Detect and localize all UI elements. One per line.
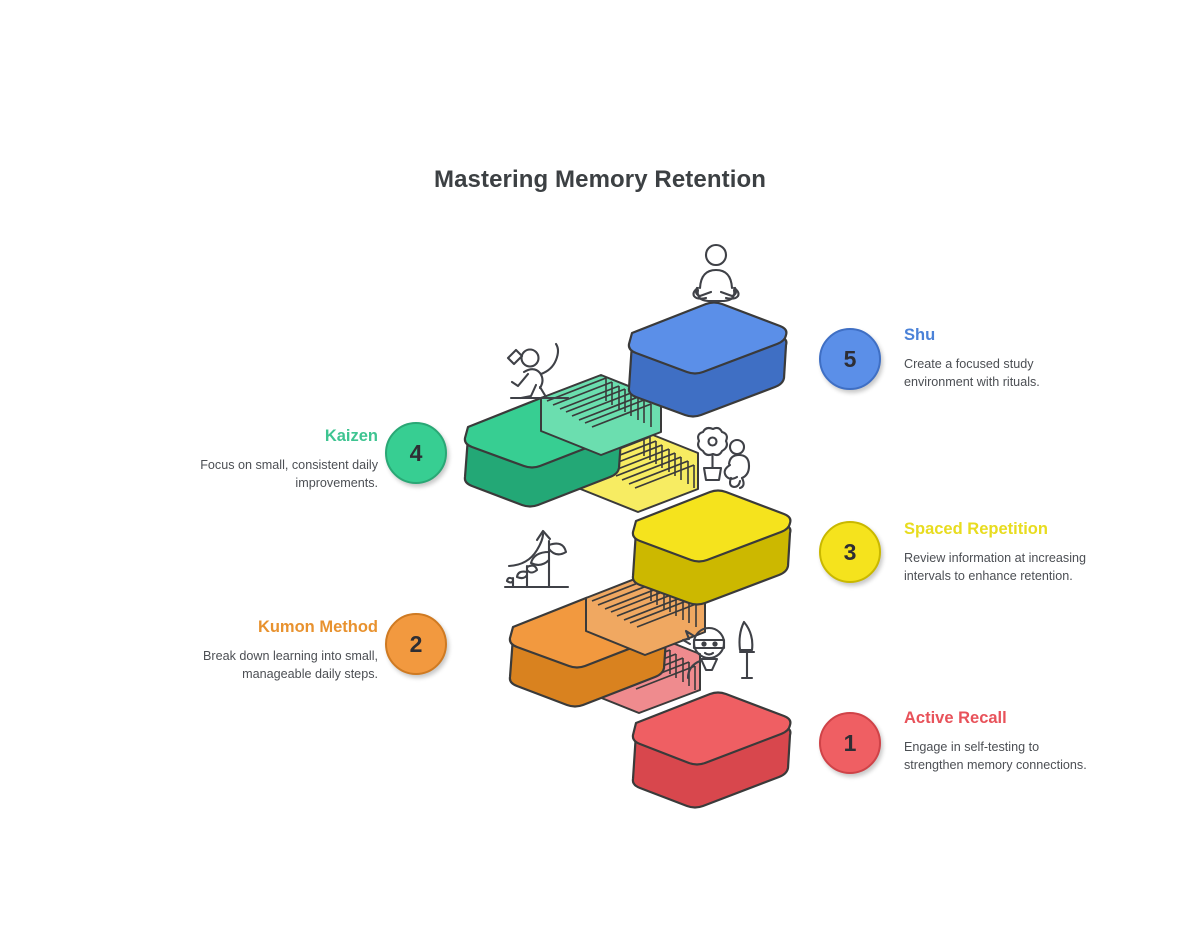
step-title-spaced-repetition: Spaced Repetition — [904, 520, 1048, 538]
step-number-1-value: 1 — [843, 729, 857, 756]
samurai-icon — [681, 620, 756, 680]
step-number-4-value: 4 — [409, 439, 423, 466]
step-title-kaizen: Kaizen — [324, 427, 378, 445]
step-label-kaizen: Kaizen Focus on small, consistent daily … — [193, 426, 378, 493]
step-label-active-recall: Active Recall Engage in self-testing to … — [904, 708, 1089, 775]
person-with-flower-icon — [697, 426, 751, 490]
step-label-spaced-repetition: Spaced Repetition Review information at … — [904, 519, 1096, 586]
step-number-1[interactable]: 1 — [819, 712, 881, 774]
step-number-3[interactable]: 3 — [819, 521, 881, 583]
step-desc-shu: Create a focused study environment with … — [904, 356, 1040, 390]
step-label-kumon-method: Kumon Method Break down learning into sm… — [178, 617, 378, 684]
step-number-3-value: 3 — [843, 538, 857, 565]
step-number-2-value: 2 — [409, 630, 423, 657]
page-title: Mastering Memory Retention — [434, 166, 766, 193]
step-number-5-value: 5 — [843, 345, 857, 372]
step-number-2[interactable]: 2 — [385, 613, 447, 675]
growing-plant-icon — [503, 529, 570, 589]
platform-step-1 — [631, 691, 792, 809]
step-number-5[interactable]: 5 — [819, 328, 881, 390]
step-desc-spaced-repetition: Review information at increasing interva… — [904, 550, 1086, 584]
step-number-4[interactable]: 4 — [385, 422, 447, 484]
platform-step-5 — [627, 301, 788, 418]
meditating-person-icon — [692, 243, 740, 303]
step-desc-active-recall: Engage in self-testing to strengthen mem… — [904, 739, 1087, 773]
platform-step-3 — [631, 489, 792, 606]
step-title-kumon-method: Kumon Method — [257, 618, 378, 636]
step-title-active-recall: Active Recall — [904, 709, 1007, 727]
step-title-shu: Shu — [904, 326, 936, 344]
step-desc-kaizen: Focus on small, consistent daily improve… — [200, 457, 378, 491]
step-desc-kumon-method: Break down learning into small, manageab… — [202, 648, 378, 682]
climbing-person-icon — [506, 342, 570, 400]
step-label-shu: Shu Create a focused study environment w… — [904, 325, 1089, 392]
